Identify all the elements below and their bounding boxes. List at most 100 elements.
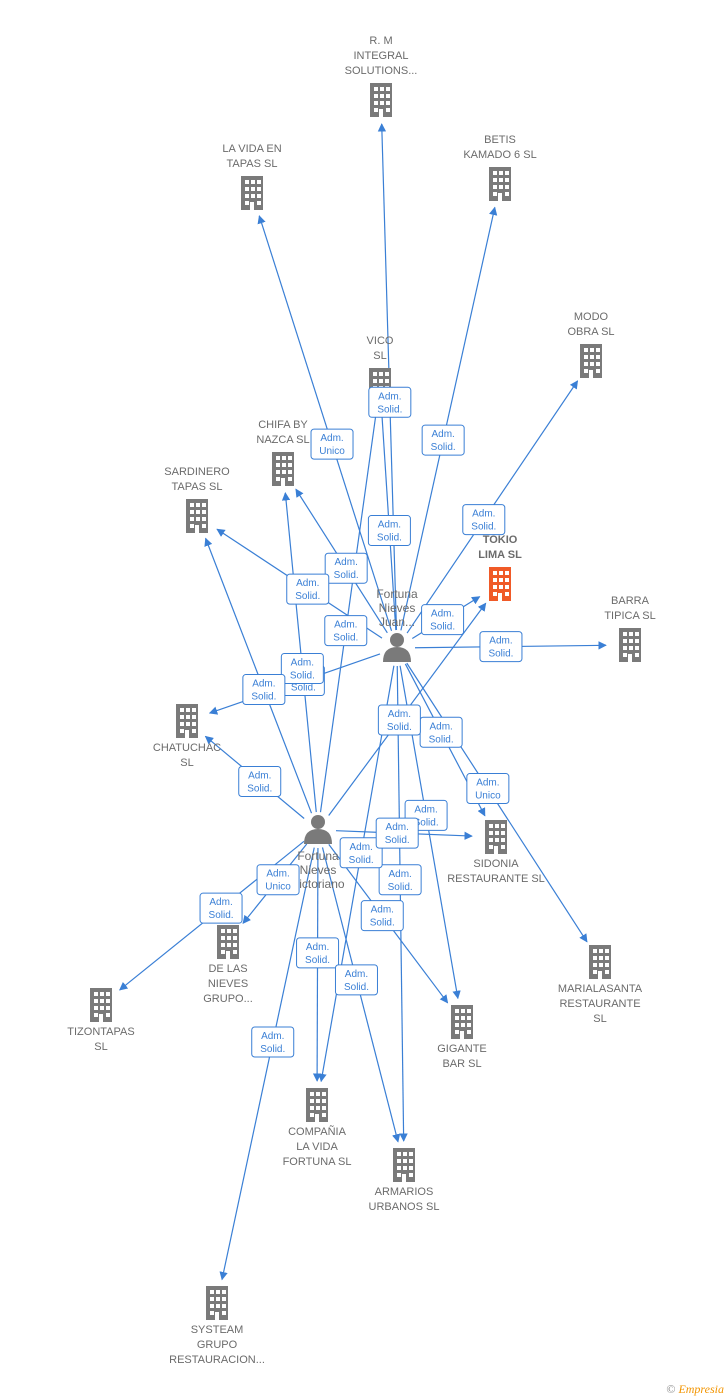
relation-role-text: Solid. [377, 533, 402, 544]
relation-role-text: Adm. [248, 771, 271, 782]
relation-label-p1-rm[interactable]: Adm. Solid. [368, 386, 412, 418]
relation-label-p2-vico[interactable]: Adm.Solid. [324, 615, 368, 647]
company-node-armarios[interactable]: ARMARIOS URBANOS SL [369, 1148, 440, 1213]
relation-role-text: Adm. [429, 721, 452, 732]
copyright-icon: © [666, 1382, 676, 1396]
relation-role-text: Solid. [209, 910, 234, 921]
relation-role-text: Solid. [387, 722, 412, 733]
building-icon [451, 1005, 473, 1039]
company-node-systeam[interactable]: SYSTEAMGRUPORESTAURACION... [169, 1286, 265, 1366]
relation-role-text: Solid. [295, 591, 320, 602]
person-node-p1[interactable]: FortunaNievesJuan... [376, 587, 418, 662]
building-icon [206, 1286, 228, 1320]
relation-label-p2-armarios[interactable]: Adm.Solid. [334, 964, 378, 996]
company-name-text: ARMARIOS [375, 1186, 434, 1198]
relation-role-text: Adm. [291, 657, 314, 668]
relation-label-p2-gigante[interactable]: Adm.Solid. [360, 900, 404, 932]
company-node-delasnieves[interactable]: DE LASNIEVESGRUPO... [203, 925, 253, 1005]
relation-edge-p2-chifa [281, 492, 317, 813]
relation-label-p2-systeam[interactable]: Adm.Solid. [251, 1026, 295, 1058]
relation-role-text: Solid. [385, 835, 410, 846]
relation-label-p2-sardinero[interactable]: Adm.Solid. [242, 674, 286, 706]
company-node-rm[interactable]: R. MINTEGRALSOLUTIONS... [345, 35, 418, 117]
relation-label-p1-chifa[interactable]: Adm.Solid. [324, 552, 368, 584]
company-name-text: COMPAÑIA [288, 1125, 347, 1138]
relation-role-text: Adm. [320, 433, 343, 444]
person-icon [304, 815, 332, 844]
relation-label-p2-tokio[interactable]: Adm.Solid. [377, 704, 421, 736]
building-icon [485, 820, 507, 854]
relation-label-p1-lavida[interactable]: Adm.Unico [310, 428, 354, 460]
relation-role-text: Solid. [333, 633, 358, 644]
company-name-text: LA VIDA EN [222, 143, 281, 155]
company-name-text: R. M [369, 35, 392, 47]
relation-label-p1-vico[interactable]: Adm. Solid. [367, 515, 411, 547]
relation-label-p2-delasnieves[interactable]: Adm.Unico [256, 864, 300, 896]
relation-label-p1-betis[interactable]: Adm.Solid. [421, 424, 465, 456]
relation-label-p2-tizontapas[interactable]: Adm.Solid. [199, 892, 243, 924]
building-icon [90, 988, 112, 1022]
relation-label-p1-modo[interactable]: Adm.Solid. [462, 504, 506, 536]
relation-label-p1-tokio[interactable]: Adm.Solid. [421, 604, 465, 636]
relation-label-p1-armarios[interactable]: Adm.Solid. [378, 864, 422, 896]
relation-label-p1-compania[interactable]: Adm.Solid. [339, 837, 383, 869]
company-name-text: VICO [367, 335, 394, 347]
relation-label-p1-sardinero[interactable]: Adm.Solid. [286, 573, 330, 605]
relation-label-p2-sidonia[interactable]: Adm. Solid. [375, 817, 419, 849]
relation-role-text: Adm. [266, 869, 289, 880]
company-name-text: TIZONTAPAS [67, 1026, 134, 1038]
relation-edge-p2-vico [319, 407, 380, 813]
building-icon [589, 945, 611, 979]
relation-label-p1-barra[interactable]: Adm. Solid. [479, 631, 523, 663]
building-icon [393, 1148, 415, 1182]
company-name-text: FORTUNA SL [283, 1156, 352, 1168]
company-name-text: MODO [574, 311, 609, 323]
relation-role-text: Solid. [377, 404, 402, 415]
relation-edge-p1-betis [400, 206, 498, 631]
relation-label-p2-chatuchac[interactable]: Adm.Solid. [238, 766, 282, 798]
person-name-text: Nieves [379, 601, 416, 615]
relation-edge-p1-lavida [257, 215, 393, 632]
company-node-tizontapas[interactable]: TIZONTAPAS SL [67, 988, 135, 1053]
company-name-text: SL [94, 1041, 107, 1053]
relation-label-p2-chifa[interactable]: Adm.Solid. [280, 652, 324, 684]
person-icon [383, 633, 411, 662]
company-name-text: URBANOS SL [369, 1201, 440, 1213]
relation-role-text: Adm. [476, 778, 499, 789]
building-icon [272, 452, 294, 486]
building-icon [241, 176, 263, 210]
company-name-text: INTEGRAL [353, 50, 408, 62]
relation-role-text: Adm. [378, 391, 401, 402]
company-name-text: SYSTEAM [191, 1324, 244, 1336]
person-name-text: Victoriano [291, 877, 344, 891]
relation-label-p2-compania[interactable]: Adm.Solid. [296, 937, 340, 969]
relation-role-text: Adm. [431, 609, 454, 620]
relation-edge-p2-systeam [219, 847, 315, 1281]
relation-role-text: Solid. [260, 1044, 285, 1055]
company-name-text: LIMA SL [478, 549, 522, 561]
brand-logo[interactable]: Empresia [678, 1382, 724, 1396]
relation-role-text: Adm. [386, 822, 409, 833]
relation-label-p1-sidonia[interactable]: Adm.Solid. [419, 716, 463, 748]
relation-label-p1-marialasanta[interactable]: Adm.Unico [466, 773, 510, 805]
relation-role-text: Solid. [488, 649, 513, 660]
company-name-text: RESTAURANTE SL [447, 873, 545, 885]
relation-role-text: Adm. [489, 636, 512, 647]
relation-role-text: Adm. [378, 520, 401, 531]
relation-role-text: Adm. [431, 429, 454, 440]
building-icon [176, 704, 198, 738]
